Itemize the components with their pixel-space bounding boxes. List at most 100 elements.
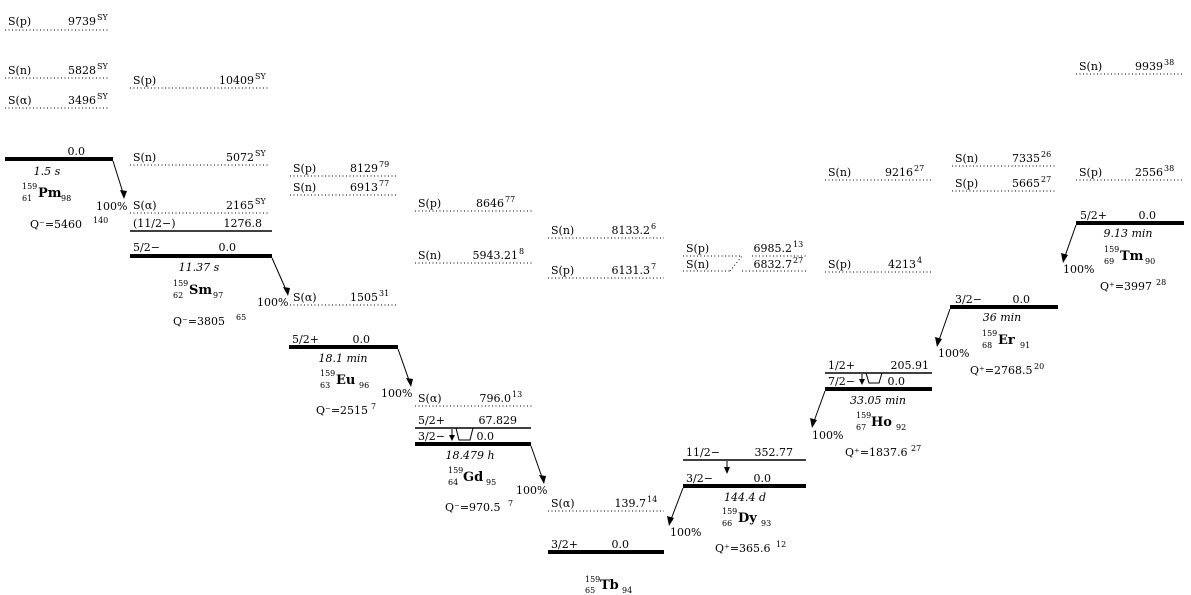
svg-text:S(n): S(n) [551, 224, 574, 237]
svg-text:65: 65 [585, 586, 595, 595]
svg-text:92: 92 [896, 423, 906, 432]
gs-spin-eu: 5/2+ [292, 333, 319, 346]
q-value-ho: Q⁺=1837.6 27 [845, 444, 921, 459]
separation-dy-sn: S(n) 6832.7 27 [683, 255, 806, 272]
decay-arrow-ho [812, 390, 826, 425]
separation-er-sp: S(p) 5665 27 [952, 175, 1057, 192]
nuclide-gd: S(p) 8646 77 S(n) 5943.21 8 S(α) 796.0 1… [415, 195, 547, 514]
svg-text:S(p): S(p) [686, 242, 709, 255]
svg-text:SY: SY [97, 92, 108, 101]
branch-er: 100% [938, 347, 969, 360]
svg-text:796.0: 796.0 [480, 392, 512, 405]
excited-energy-ho: 205.91 [891, 359, 930, 372]
svg-text:97: 97 [213, 291, 223, 300]
svg-text:8646: 8646 [476, 197, 504, 210]
separation-sm-sp: S(p) 10409 SY [130, 72, 270, 89]
isomer-arrowhead-ho [859, 379, 865, 385]
separation-tb-sn: S(n) 8133.2 6 [548, 222, 664, 239]
svg-text:5072: 5072 [226, 151, 254, 164]
svg-text:5828: 5828 [68, 64, 96, 77]
svg-text:7: 7 [371, 402, 376, 411]
svg-text:Q⁻=2515: Q⁻=2515 [316, 404, 368, 417]
svg-text:27: 27 [911, 444, 921, 453]
nuclide-label-dy: 159 66 Dy 93 [722, 507, 771, 528]
svg-text:159: 159 [320, 369, 335, 378]
decay-arrow-dy [669, 487, 684, 523]
separation-tb-sa: S(α) 139.7 14 [548, 495, 664, 512]
svg-text:9939: 9939 [1135, 60, 1163, 73]
branch-eu: 100% [381, 387, 412, 400]
halflife-dy: 144.4 d [724, 491, 766, 504]
svg-text:9739: 9739 [68, 15, 96, 28]
svg-text:Q⁺=365.6: Q⁺=365.6 [715, 542, 771, 555]
svg-text:8133.2: 8133.2 [612, 224, 651, 237]
svg-text:Tm: Tm [1120, 249, 1144, 264]
nuclide-label-tm: 159 69 Tm 90 [1104, 245, 1155, 266]
separation-tm-sn: S(n) 9939 38 [1076, 58, 1183, 75]
svg-text:S(n): S(n) [418, 249, 441, 262]
decay-arrow-gd [530, 445, 544, 481]
svg-text:6832.7: 6832.7 [754, 258, 793, 271]
svg-text:S(p): S(p) [293, 162, 316, 175]
svg-text:Eu: Eu [336, 373, 355, 388]
decay-arrow-eu [397, 348, 411, 384]
svg-text:Q⁻=3805: Q⁻=3805 [173, 315, 225, 328]
svg-text:77: 77 [379, 179, 389, 188]
svg-text:14: 14 [647, 495, 657, 504]
svg-text:Dy: Dy [738, 511, 757, 526]
svg-text:Q⁺=1837.6: Q⁺=1837.6 [845, 446, 908, 459]
svg-text:Pm: Pm [38, 186, 62, 201]
svg-text:4213: 4213 [888, 258, 916, 271]
separation-eu-sp: S(p) 8129 79 [290, 160, 398, 177]
separation-eu-sn: S(n) 6913 77 [290, 179, 398, 196]
svg-text:Q⁻=5460: Q⁻=5460 [30, 218, 82, 231]
svg-text:Gd: Gd [463, 470, 483, 485]
separation-gd-sa: S(α) 796.0 13 [415, 390, 532, 407]
separation-dy-sp: S(p) 6985.2 13 [683, 240, 806, 257]
isomer-arrowhead-gd [449, 435, 455, 441]
halflife-ho: 33.05 min [850, 394, 906, 407]
svg-text:93: 93 [761, 519, 771, 528]
svg-text:20: 20 [1034, 362, 1044, 371]
svg-text:38: 38 [1164, 58, 1174, 67]
gs-energy-gd: 0.0 [477, 430, 495, 443]
svg-text:SY: SY [255, 197, 266, 206]
separation-sm-sn: S(n) 5072 SY [130, 149, 270, 166]
svg-text:68: 68 [982, 341, 992, 350]
svg-text:7: 7 [508, 499, 513, 508]
separation-er-sn: S(n) 7335 26 [952, 150, 1057, 167]
arrowhead-sm [283, 287, 290, 296]
isomer-notch-ho [865, 372, 883, 384]
svg-text:SY: SY [97, 62, 108, 71]
gs-energy-pm: 0.0 [68, 145, 86, 158]
branch-pm: 100% [96, 200, 127, 213]
gs-spin-tm: 5/2+ [1080, 209, 1107, 222]
svg-text:96: 96 [359, 381, 369, 390]
svg-text:S(α): S(α) [293, 291, 317, 304]
svg-text:S(n): S(n) [1079, 60, 1102, 73]
svg-text:159: 159 [982, 329, 997, 338]
nuclide-label-ho: 159 67 Ho 92 [856, 411, 906, 432]
separation-ho-sn: S(n) 9216 27 [825, 164, 932, 181]
halflife-er: 36 min [983, 311, 1022, 324]
gs-spin-gd: 3/2− [418, 430, 445, 443]
svg-text:S(n): S(n) [686, 258, 709, 271]
halflife-eu: 18.1 min [318, 352, 367, 365]
gs-spin-ho: 7/2− [828, 375, 855, 388]
svg-text:13: 13 [512, 390, 522, 399]
excited-energy-gd: 67.829 [479, 414, 518, 427]
svg-text:S(n): S(n) [828, 166, 851, 179]
svg-text:S(α): S(α) [8, 94, 32, 107]
svg-text:7: 7 [651, 262, 656, 271]
excited-spin-sm: (11/2−) [133, 217, 176, 230]
svg-text:159: 159 [173, 279, 188, 288]
svg-text:S(p): S(p) [133, 74, 156, 87]
svg-text:6: 6 [651, 222, 656, 231]
svg-text:Sm: Sm [189, 283, 212, 298]
svg-text:5943.21: 5943.21 [473, 249, 519, 262]
nuclide-tb: S(n) 8133.2 6 S(p) 6131.3 7 S(α) 139.7 1… [548, 222, 664, 595]
svg-text:12: 12 [776, 540, 786, 549]
svg-text:64: 64 [448, 478, 458, 487]
nuclide-sm: S(p) 10409 SY S(n) 5072 SY S(α) 2165 SY … [130, 72, 290, 328]
decay-arrow-pm [112, 160, 125, 197]
